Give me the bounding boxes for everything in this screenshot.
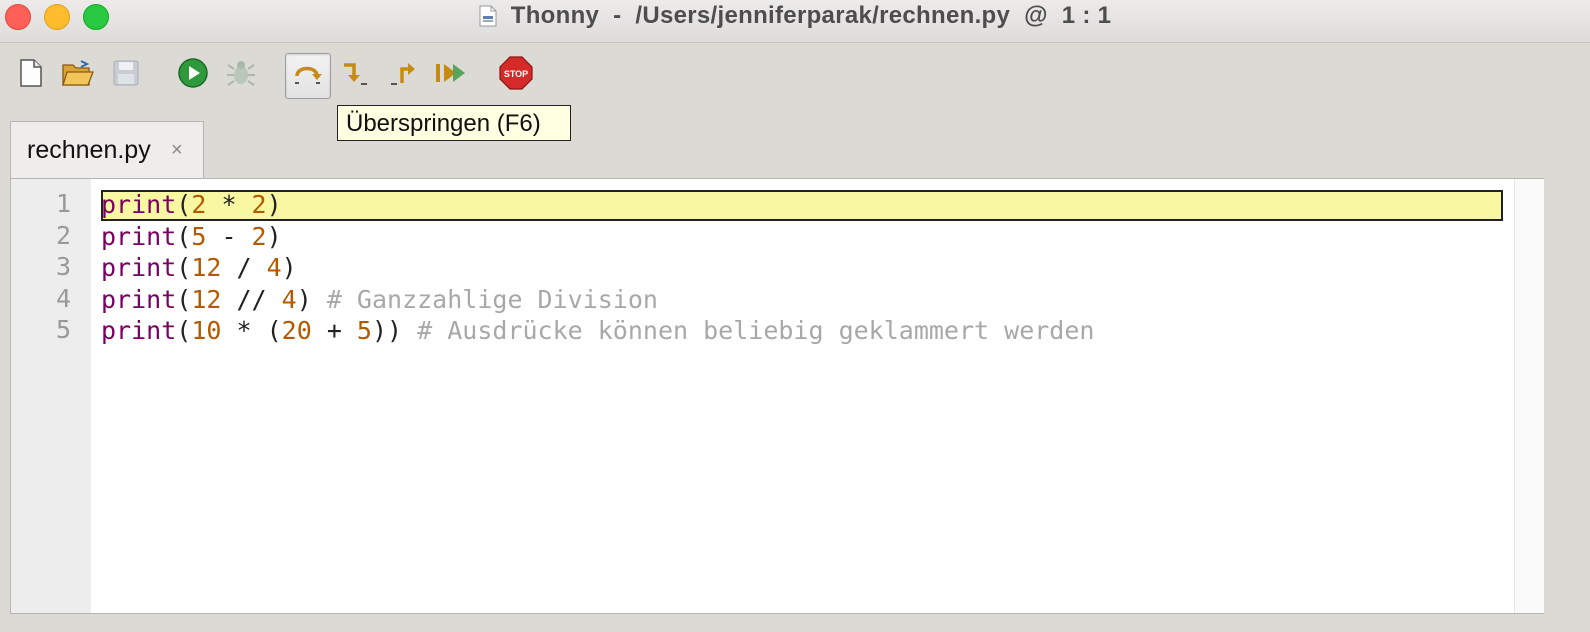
open-file-button[interactable] bbox=[58, 55, 98, 95]
code-token: * bbox=[206, 190, 252, 219]
line-number: 2 bbox=[55, 221, 71, 250]
resume-icon bbox=[433, 61, 467, 90]
bug-icon bbox=[225, 57, 257, 94]
code-token: 2 bbox=[251, 190, 267, 219]
code-line[interactable]: print(5 - 2) bbox=[101, 221, 282, 253]
editor-scrollbar[interactable] bbox=[1514, 179, 1544, 613]
code-token: ) bbox=[266, 190, 282, 219]
code-token: print bbox=[101, 253, 177, 282]
step-into-button[interactable] bbox=[335, 55, 375, 95]
tab-label: rechnen.py bbox=[27, 136, 151, 164]
code-token: 5 bbox=[356, 316, 372, 345]
code-token: 5 bbox=[191, 222, 207, 251]
code-token: 4 bbox=[266, 253, 282, 282]
code-token: ) bbox=[266, 222, 282, 251]
debug-button[interactable] bbox=[221, 55, 261, 95]
code-token: * ( bbox=[221, 316, 282, 345]
code-token: + bbox=[311, 316, 357, 345]
line-number: 3 bbox=[55, 252, 71, 281]
code-editor[interactable]: 1 2 3 4 5 print(2 * 2)print(5 - 2)print(… bbox=[10, 178, 1544, 614]
close-window-button[interactable] bbox=[5, 4, 31, 30]
new-file-button[interactable] bbox=[11, 55, 51, 95]
step-over-icon bbox=[292, 62, 324, 91]
code-token: ( bbox=[176, 285, 192, 314]
step-out-button[interactable] bbox=[384, 55, 424, 95]
code-token: 20 bbox=[281, 316, 312, 345]
code-token: ( bbox=[176, 253, 192, 282]
step-over-button[interactable] bbox=[285, 53, 331, 99]
title-bar: Thonny - /Users/jenniferparak/rechnen.py… bbox=[0, 0, 1590, 43]
code-token: 2 bbox=[191, 190, 207, 219]
code-token: - bbox=[206, 222, 252, 251]
run-button[interactable] bbox=[173, 55, 213, 95]
code-token: 4 bbox=[281, 285, 297, 314]
step-over-tooltip: Überspringen (F6) bbox=[337, 105, 571, 141]
code-token: 10 bbox=[191, 316, 222, 345]
step-into-icon bbox=[339, 59, 371, 92]
stop-button[interactable]: STOP bbox=[496, 55, 536, 95]
code-token: print bbox=[101, 285, 177, 314]
stop-sign-icon: STOP bbox=[499, 55, 533, 95]
code-line[interactable]: print(10 * (20 + 5)) # Ausdrücke können … bbox=[101, 315, 1094, 347]
new-file-icon bbox=[18, 58, 44, 93]
tab-rechnen-py[interactable]: rechnen.py × bbox=[10, 121, 204, 179]
code-token: / bbox=[221, 253, 267, 282]
window-title: Thonny - /Users/jenniferparak/rechnen.py… bbox=[510, 2, 1112, 29]
tab-close-icon[interactable]: × bbox=[171, 139, 183, 161]
line-number: 5 bbox=[55, 315, 71, 344]
line-number: 1 bbox=[55, 189, 71, 218]
svg-text:STOP: STOP bbox=[504, 69, 528, 79]
code-token: ( bbox=[176, 222, 192, 251]
save-file-button[interactable] bbox=[106, 55, 146, 95]
line-number-gutter: 1 2 3 4 5 bbox=[11, 179, 91, 613]
code-line[interactable]: print(12 / 4) bbox=[101, 252, 297, 284]
minimize-window-button[interactable] bbox=[44, 4, 70, 30]
window-edge bbox=[1563, 43, 1590, 632]
code-line[interactable]: print(12 // 4) # Ganzzahlige Division bbox=[101, 284, 658, 316]
code-token: // bbox=[221, 285, 282, 314]
code-token: ( bbox=[176, 316, 192, 345]
floppy-disk-icon bbox=[112, 59, 140, 92]
code-token: # Ganzzahlige Division bbox=[326, 285, 658, 314]
code-token: print bbox=[101, 190, 177, 219]
folder-open-icon bbox=[61, 59, 95, 92]
resume-button[interactable] bbox=[430, 55, 470, 95]
step-out-icon bbox=[388, 59, 420, 92]
code-token: 12 bbox=[191, 285, 222, 314]
code-token: ( bbox=[176, 190, 192, 219]
current-line-highlight bbox=[101, 190, 1503, 221]
code-token: print bbox=[101, 222, 177, 251]
code-token: )) bbox=[371, 316, 418, 345]
code-token: ) bbox=[281, 253, 297, 282]
python-file-icon bbox=[479, 5, 497, 27]
code-line[interactable]: print(2 * 2) bbox=[101, 189, 282, 221]
code-token: print bbox=[101, 316, 177, 345]
code-token: ) bbox=[296, 285, 327, 314]
code-token: # Ausdrücke können beliebig geklammert w… bbox=[417, 316, 1095, 345]
play-icon bbox=[177, 57, 209, 94]
code-token: 12 bbox=[191, 253, 222, 282]
line-number: 4 bbox=[55, 284, 71, 313]
toolbar: STOP bbox=[0, 43, 1590, 117]
code-token: 2 bbox=[251, 222, 267, 251]
maximize-window-button[interactable] bbox=[83, 4, 109, 30]
